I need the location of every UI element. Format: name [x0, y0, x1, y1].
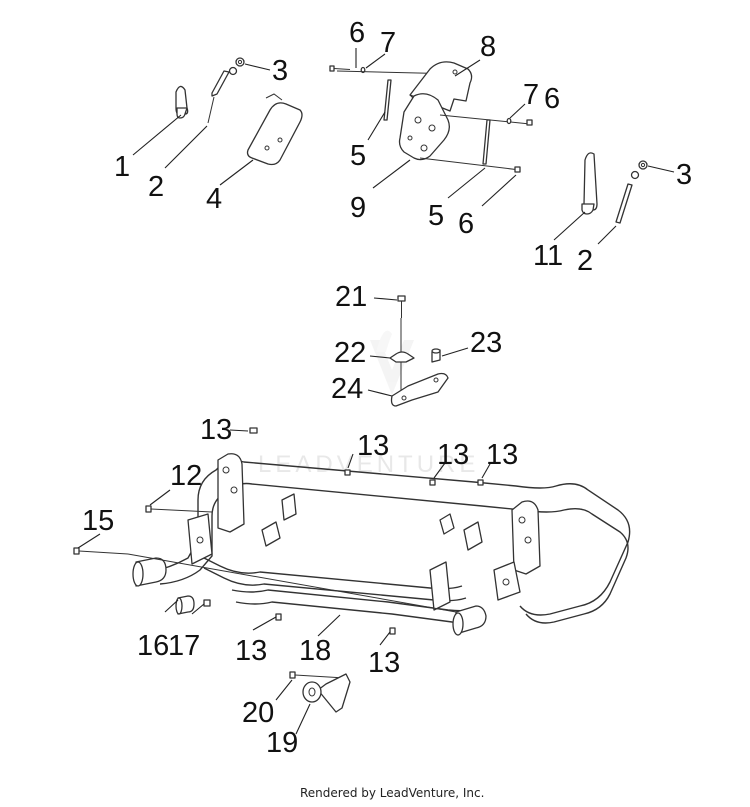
callout-6-right: 6 — [544, 83, 560, 115]
callout-3-right: 3 — [676, 159, 692, 191]
callout-6-bottom: 6 — [458, 208, 474, 240]
part-11-bracket — [581, 152, 598, 215]
part-13-bolt-f — [389, 627, 396, 635]
callout-11: 11 — [533, 240, 563, 272]
callout-17: 17 — [168, 630, 200, 662]
callout-3: 3 — [272, 55, 288, 87]
part-13-bolt-d — [477, 479, 484, 486]
axis-line-right — [439, 114, 531, 125]
callout-9: 9 — [350, 192, 366, 224]
axis-line-frame — [127, 553, 457, 613]
part-17-nut — [203, 599, 211, 607]
part-24-plate — [390, 372, 449, 407]
callout-20: 20 — [242, 697, 274, 729]
part-21-bolt — [397, 295, 406, 318]
callout-19: 19 — [266, 727, 298, 759]
callout-23: 23 — [470, 327, 502, 359]
part-13-bolt-e — [275, 613, 282, 621]
part-13-bolt-b — [344, 469, 351, 476]
callout-12: 12 — [170, 460, 202, 492]
part-22-clamp — [389, 351, 415, 363]
part-5-pin-top — [383, 79, 392, 121]
callout-21: 21 — [335, 281, 367, 313]
callout-5-left: 5 — [350, 140, 366, 172]
part-6-bolt-bottom — [514, 166, 521, 173]
part-13-bolt-a — [249, 427, 258, 434]
callout-4: 4 — [206, 183, 222, 215]
part-2-rod-left — [207, 70, 230, 124]
callout-13-c: 13 — [437, 439, 469, 471]
part-23-spacer — [431, 348, 441, 363]
callout-16: 16 — [137, 630, 169, 662]
part-15-bolt — [73, 547, 129, 555]
footer-credit: Rendered by LeadVenture, Inc. — [300, 786, 484, 800]
callout-7-top: 7 — [380, 27, 396, 59]
part-2-rod-right — [615, 183, 633, 224]
part-1-bracket — [175, 85, 189, 119]
watermark-logo — [370, 330, 414, 395]
callout-13-f: 13 — [368, 647, 400, 679]
part-6-bolt-top — [329, 65, 351, 72]
callout-13-d: 13 — [486, 439, 518, 471]
watermark-text: LEADVENTURE — [258, 451, 479, 478]
callout-15: 15 — [82, 505, 114, 537]
axis-line-bottom — [419, 157, 521, 171]
part-20-bolt — [289, 671, 346, 679]
callout-24: 24 — [331, 373, 363, 405]
part-5-pin-bottom — [482, 119, 491, 165]
callout-18: 18 — [299, 635, 331, 667]
callout-22: 22 — [334, 337, 366, 369]
part-6-bolt-right — [526, 119, 533, 126]
callout-1: 1 — [114, 151, 130, 183]
part-7-washer-right — [506, 117, 512, 125]
callout-13-b: 13 — [357, 430, 389, 462]
part-3-nut-left — [228, 57, 245, 76]
part-12-bolt — [145, 505, 213, 513]
part-18-frame — [149, 453, 631, 636]
part-4-plate — [246, 93, 303, 166]
callout-6-top: 6 — [349, 17, 365, 49]
callout-2-right: 2 — [577, 245, 593, 277]
callout-7-right: 7 — [523, 79, 539, 111]
part-3-nut-right — [630, 160, 648, 180]
part-16-bushing — [132, 557, 195, 615]
callout-5-bottom: 5 — [428, 200, 444, 232]
part-9-bracket — [398, 93, 450, 161]
part-13-bolt-c — [429, 479, 436, 486]
callout-2: 2 — [148, 171, 164, 203]
callout-8: 8 — [480, 31, 496, 63]
part-19-mount — [302, 673, 351, 713]
callout-13-e: 13 — [235, 635, 267, 667]
callout-13-a: 13 — [200, 414, 232, 446]
